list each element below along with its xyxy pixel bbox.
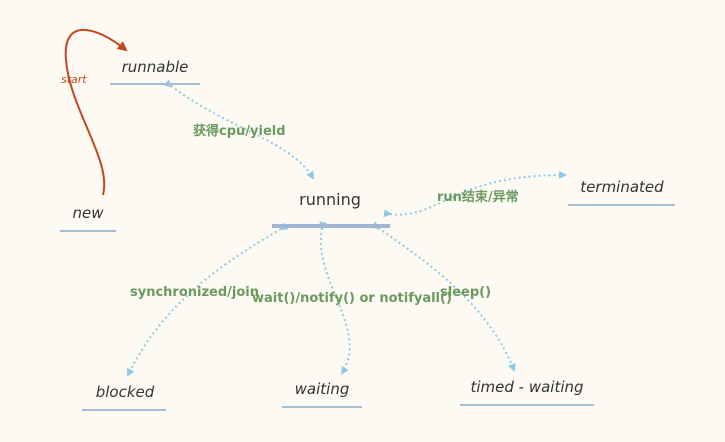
cpu-yield-edge bbox=[163, 79, 315, 180]
sleep-edge bbox=[370, 221, 516, 372]
timed-waiting-underline bbox=[460, 404, 594, 406]
wait-notify-label: wait()/notify() or notifyall() bbox=[252, 291, 452, 306]
state-terminated: terminated bbox=[580, 178, 664, 196]
state-new: new bbox=[72, 204, 104, 222]
terminated-underline bbox=[568, 204, 675, 206]
new-underline bbox=[60, 230, 116, 232]
start-edge bbox=[64, 28, 128, 196]
state-waiting: waiting bbox=[294, 380, 350, 398]
run-end-label: run结束/异常 bbox=[437, 190, 519, 205]
state-blocked: blocked bbox=[95, 383, 155, 401]
state-timed-waiting: timed - waiting bbox=[470, 378, 584, 396]
state-runnable: runnable bbox=[121, 58, 189, 76]
run-end-edge bbox=[383, 171, 567, 218]
blocked-underline bbox=[82, 409, 166, 411]
synchronized-join-edge bbox=[127, 222, 289, 377]
state-running: running bbox=[299, 190, 361, 209]
waiting-underline bbox=[282, 406, 362, 408]
synchronized-join-label: synchronized/join bbox=[130, 285, 260, 300]
cpu-yield-label: 获得cpu/yield bbox=[193, 124, 286, 139]
start-label: start bbox=[61, 73, 87, 86]
runnable-underline bbox=[110, 83, 200, 85]
sleep-label: sleep() bbox=[440, 285, 492, 300]
running-underline bbox=[272, 224, 390, 228]
